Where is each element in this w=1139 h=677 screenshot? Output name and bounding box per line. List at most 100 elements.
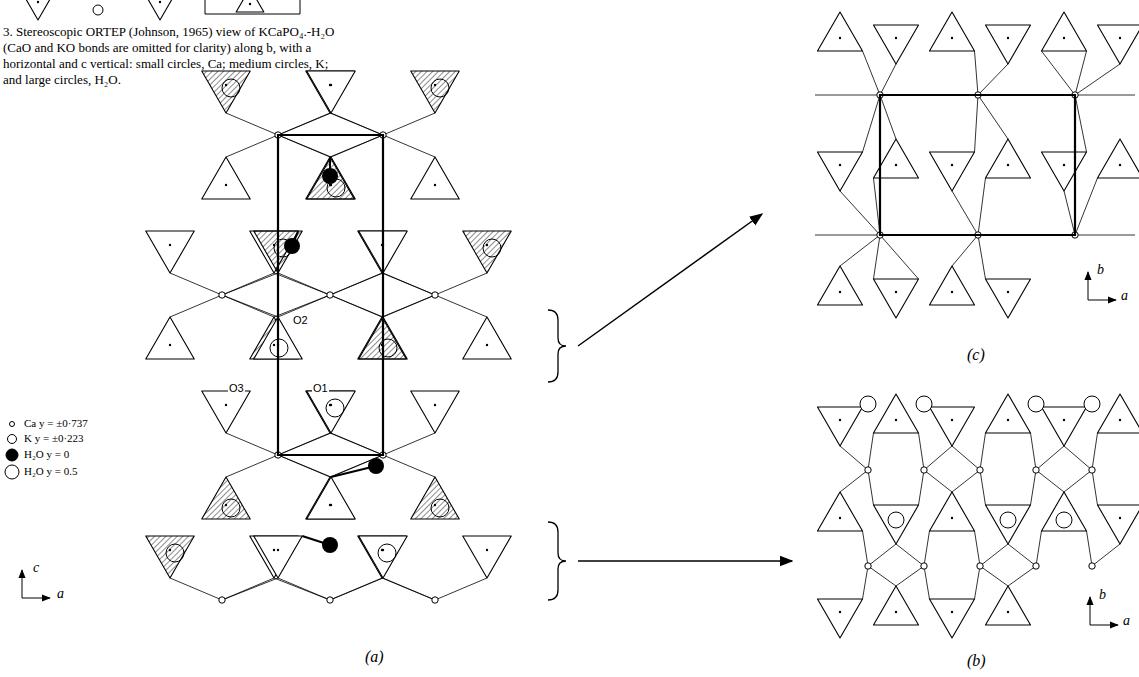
pointer-arrow xyxy=(578,560,792,562)
bond-line xyxy=(330,135,383,157)
bond-line xyxy=(975,95,978,152)
bond-line xyxy=(331,433,383,455)
bond-line xyxy=(952,235,978,266)
axis-a-up xyxy=(22,570,23,598)
bond-line xyxy=(919,470,924,505)
ca-atom xyxy=(977,467,983,473)
tetrahedron xyxy=(817,152,862,191)
phosphorus-dot xyxy=(839,419,841,421)
tetrahedron xyxy=(873,394,918,433)
bond-line xyxy=(978,178,985,235)
bond-line xyxy=(1031,470,1036,505)
phosphorus-dot xyxy=(1063,164,1065,166)
k-atom xyxy=(166,544,184,562)
phosphorus-dot xyxy=(329,84,331,86)
bond-line xyxy=(330,295,383,317)
bond-line xyxy=(330,273,382,295)
phosphorus-dot xyxy=(225,184,227,186)
bond-line xyxy=(274,273,330,295)
phosphorus-dot xyxy=(839,611,841,613)
k-atom xyxy=(379,339,397,357)
bond-line xyxy=(170,295,222,317)
bond-line xyxy=(975,566,980,599)
bracket xyxy=(548,522,566,600)
previous-figure-fragment xyxy=(22,0,263,20)
panel-b-layer xyxy=(817,394,1139,638)
k-atom xyxy=(378,544,396,562)
bond-line xyxy=(383,113,435,135)
tetrahedron xyxy=(929,12,974,51)
axis-b-up xyxy=(1090,597,1091,625)
panel-label: (a) xyxy=(364,648,385,666)
bond-line xyxy=(383,578,435,600)
bond-line xyxy=(383,455,435,477)
bond-line xyxy=(330,578,383,600)
bond-line xyxy=(383,135,435,157)
axis-label: a xyxy=(56,586,65,602)
bond-line xyxy=(1041,51,1075,95)
phosphorus-dot xyxy=(329,504,331,506)
axis-c-up xyxy=(1088,272,1089,300)
tetrahedron xyxy=(985,25,1030,64)
unit-cell xyxy=(880,95,1075,235)
bond-line xyxy=(980,544,1008,566)
bond-line xyxy=(222,295,278,317)
bond-line xyxy=(975,531,980,566)
cell-edge xyxy=(205,0,300,14)
bond-line xyxy=(278,135,330,157)
water-large-circle xyxy=(916,396,932,412)
bond-line xyxy=(978,95,1008,139)
atom-circle xyxy=(93,5,103,15)
bond-line xyxy=(330,433,383,455)
bond-line xyxy=(1036,470,1064,492)
bond-line xyxy=(435,578,487,600)
k-atom xyxy=(431,499,449,517)
water-large-circle xyxy=(1056,512,1072,528)
tetrahedron xyxy=(873,25,918,64)
phosphorus-dot xyxy=(249,3,251,5)
axis-label: a xyxy=(1120,288,1129,304)
tetrahedron xyxy=(1041,492,1086,531)
tetrahedron xyxy=(306,71,354,113)
bond-line xyxy=(435,273,487,295)
tetrahedron xyxy=(1097,139,1139,178)
phosphorus-dot xyxy=(225,504,227,506)
tetrahedron xyxy=(307,477,355,519)
bond-line xyxy=(840,191,880,235)
phosphorus-dot xyxy=(169,344,171,346)
phosphorus-dot xyxy=(434,84,436,86)
phosphorus-dot xyxy=(273,344,275,346)
tetrahedron xyxy=(254,536,302,578)
bond-line xyxy=(278,433,331,455)
bond-line xyxy=(919,433,924,470)
tetrahedron xyxy=(1041,12,1086,51)
tetrahedron xyxy=(929,492,974,531)
ca-atom xyxy=(921,563,927,569)
panel-a-structure xyxy=(146,71,511,603)
phosphorus-dot xyxy=(951,611,953,613)
bond-line xyxy=(1092,470,1097,505)
ca-atom xyxy=(219,597,225,603)
bond-line xyxy=(1075,95,1087,152)
phosphorus-dot xyxy=(37,1,39,3)
bond-line xyxy=(330,578,382,600)
bond-line xyxy=(274,578,330,600)
tetrahedron xyxy=(463,536,511,578)
atom-label: O2 xyxy=(292,314,309,327)
atom-label: O3 xyxy=(228,382,245,395)
phosphorus-dot xyxy=(159,1,161,3)
phosphorus-dot xyxy=(895,37,897,39)
bond-line xyxy=(863,95,880,152)
tetrahedron xyxy=(985,586,1030,625)
tetrahedron xyxy=(307,157,355,199)
tetrahedron xyxy=(985,279,1030,318)
water-molecule xyxy=(322,537,338,553)
bond-line xyxy=(226,455,278,477)
tetrahedron xyxy=(817,12,862,51)
tetrahedron xyxy=(1041,407,1086,446)
tetrahedron xyxy=(985,505,1030,544)
phosphorus-dot xyxy=(434,184,436,186)
water-large-circle xyxy=(1028,396,1044,412)
tetrahedron xyxy=(306,157,354,199)
tetrahedron xyxy=(236,0,264,12)
